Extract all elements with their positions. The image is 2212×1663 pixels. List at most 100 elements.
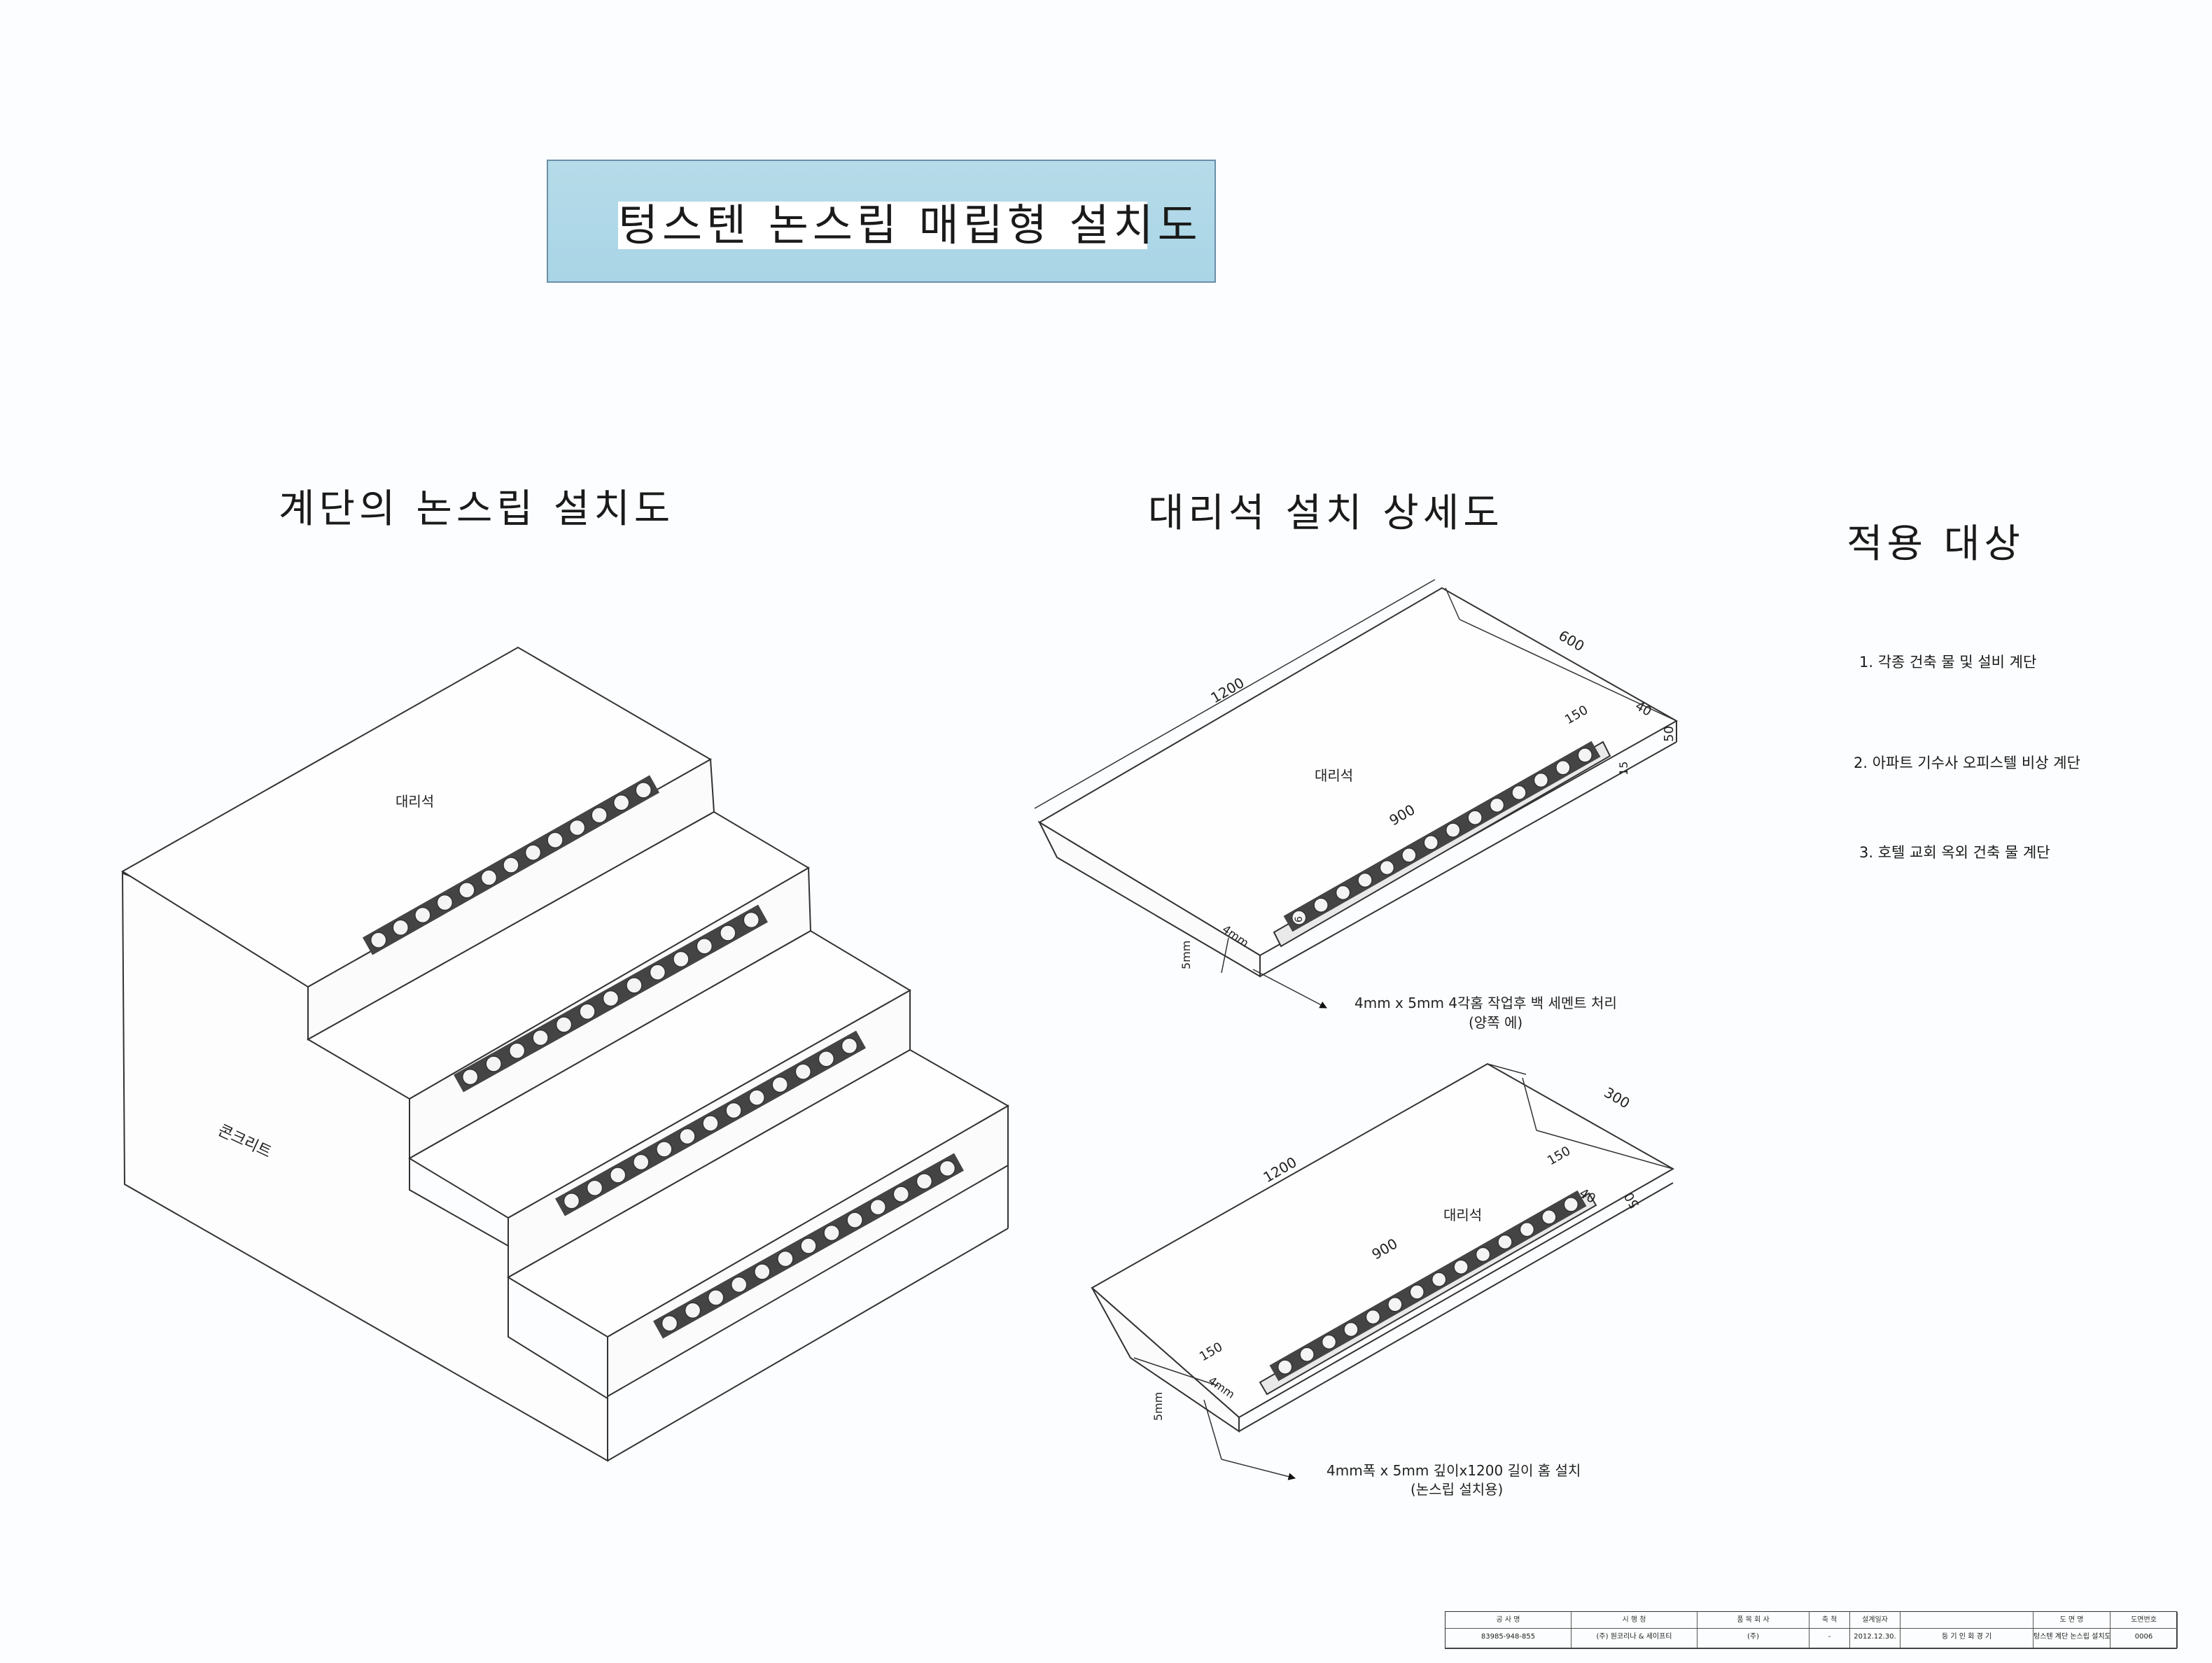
tb-value-company: (주)	[1698, 1629, 1809, 1648]
nosing-stud	[602, 990, 620, 1007]
d1-note-2: (양쪽 에)	[1469, 1014, 1522, 1031]
d2-note-1: 4mm폭 x 5mm 깊이x1200 길이 홈 설치	[1326, 1462, 1581, 1479]
d2-marble: 대리석	[1443, 1207, 1482, 1223]
stair-label-marble: 대리석	[396, 793, 434, 810]
nosing-stud	[1541, 1209, 1557, 1225]
nosing-stud	[777, 1250, 794, 1268]
nosing-stud	[800, 1237, 817, 1254]
nosing-stud	[392, 919, 410, 936]
nosing-stud	[1511, 785, 1527, 801]
nosing-stud	[633, 1153, 650, 1171]
nosing-stud	[731, 1276, 748, 1293]
nosing-stud	[707, 1289, 724, 1306]
nosing-stud	[1445, 822, 1461, 838]
tb-header-scale: 축 척	[1809, 1612, 1850, 1629]
nosing-stud	[1497, 1234, 1513, 1250]
nosing-stud	[414, 906, 431, 924]
nosing-stud	[916, 1172, 933, 1190]
nosing-stud	[748, 1089, 765, 1106]
nosing-stud	[508, 1042, 526, 1060]
detail1-strip	[1283, 741, 1601, 932]
nosing-stud	[524, 844, 542, 861]
nosing-stud	[1475, 1247, 1491, 1263]
nosing-stud	[684, 1302, 701, 1319]
nosing-stud	[555, 1016, 573, 1033]
title-banner: 텅스텐 논스립 매립형 설치도	[547, 160, 1216, 283]
nosing-stud	[869, 1198, 886, 1216]
nosing-stud	[1563, 1197, 1579, 1212]
apply-item-3: 3. 호텔 교회 옥외 건축 물 계단	[1859, 844, 2050, 861]
tb-value-scale: -	[1809, 1629, 1850, 1648]
nosing-stud	[461, 1068, 479, 1086]
d2-dim-h: 5mm	[1152, 1392, 1165, 1421]
nosing-stud	[503, 857, 519, 873]
apply-item-1: 1. 각종 건축 물 및 설비 계단	[1859, 654, 2037, 671]
nosing-stud	[568, 819, 586, 836]
nosing-stud	[1313, 897, 1329, 913]
nosing-stud	[1519, 1221, 1535, 1237]
nosing-stud	[725, 1102, 742, 1119]
d1-dim-v: 6	[1294, 916, 1305, 922]
nosing-stud	[547, 832, 564, 849]
nosing-stud	[1533, 772, 1549, 788]
d2-note-2: (논스립 설치용)	[1410, 1481, 1503, 1498]
tb-value-drawing-name: 텅스텐 계단 논스립 설치도	[2033, 1629, 2110, 1648]
tb-value-signatures: 등 기 인 회 경 기	[1900, 1629, 2033, 1648]
nosing-stud	[1365, 1309, 1381, 1325]
nosing-stud	[591, 806, 608, 824]
nosing-stud	[458, 881, 475, 899]
nosing-stud	[532, 1029, 549, 1046]
tb-value-drawing-no: 0006	[2110, 1629, 2178, 1648]
d1-dim-h: 5mm	[1180, 941, 1193, 969]
title-block: 공 사 명 시 행 청 품 목 회 사 축 척 설계일자 도 면 명 도면번호 …	[1445, 1611, 2178, 1649]
nosing-stud	[370, 932, 387, 948]
nosing-stud	[649, 964, 666, 981]
nosing-stud	[696, 937, 713, 955]
tb-header-date: 설계일자	[1850, 1612, 1900, 1629]
nosing-stud	[754, 1263, 771, 1280]
section-title-marble: 대리석 설치 상세도	[1148, 491, 1504, 536]
tb-value-client: (주) 원코리나 & 세이프티	[1572, 1629, 1698, 1648]
nosing-stud	[818, 1050, 835, 1067]
nosing-stud	[436, 894, 454, 911]
nosing-stud	[1343, 1321, 1359, 1338]
d1-marble: 대리석	[1315, 767, 1353, 784]
nosing-stud	[563, 1193, 580, 1209]
apply-item-2: 2. 아파트 기수사 오피스텔 비상 계단	[1854, 755, 2080, 771]
marble-detail-2	[1091, 1062, 1675, 1480]
nosing-stud	[1453, 1259, 1469, 1275]
nosing-stud	[1409, 1284, 1425, 1300]
tb-header-drawing-no: 도면번호	[2110, 1612, 2178, 1629]
tb-header-project: 공 사 명	[1446, 1612, 1572, 1629]
tb-header-signatures	[1900, 1612, 2033, 1629]
nosing-stud	[1299, 1347, 1315, 1362]
nosing-stud	[794, 1063, 812, 1080]
nosing-stud	[1423, 835, 1439, 850]
tb-header-client: 시 행 청	[1572, 1612, 1698, 1629]
nosing-stud	[1401, 848, 1417, 863]
nosing-stud	[1321, 1334, 1337, 1350]
nosing-strips	[362, 775, 964, 1339]
tb-value-date: 2012.12.30.	[1850, 1629, 1900, 1648]
nosing-stud	[1335, 885, 1351, 901]
d1-dim-depth: 600	[1556, 627, 1588, 655]
d1-dim-height: 50	[1662, 726, 1676, 742]
nosing-stud	[635, 782, 652, 799]
nosing-stud	[586, 1179, 603, 1197]
nosing-stud	[1291, 910, 1307, 925]
d2-dim-depth: 300	[1602, 1084, 1633, 1112]
nosing-stud	[1431, 1272, 1447, 1287]
nosing-stud	[939, 1160, 956, 1177]
nosing-stud	[579, 1003, 596, 1020]
drawing-title: 텅스텐 논스립 매립형 설치도	[618, 199, 1202, 251]
nosing-stud	[823, 1224, 840, 1242]
nosing-stud	[661, 1315, 678, 1332]
section-title-apply: 적용 대상	[1847, 521, 2024, 567]
nosing-stud	[892, 1186, 910, 1202]
tb-header-company: 품 목 회 사	[1698, 1612, 1809, 1629]
nosing-stud	[626, 977, 643, 994]
nosing-stud	[771, 1076, 788, 1093]
d1-note-1: 4mm x 5mm 4각홈 작업후 백 세멘트 처리	[1354, 995, 1617, 1011]
nosing-stud	[1387, 1297, 1403, 1312]
